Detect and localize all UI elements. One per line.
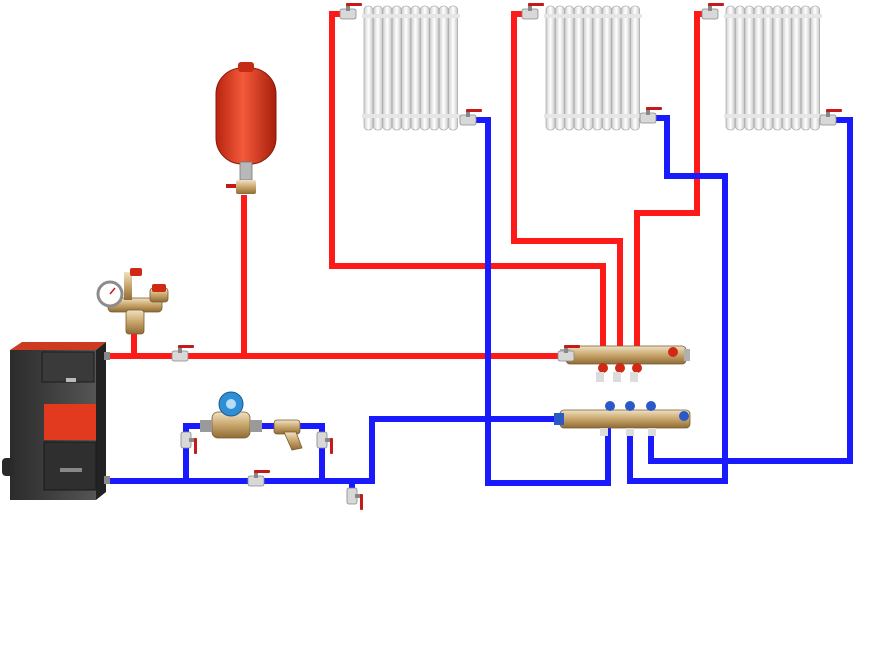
supply-manifold xyxy=(560,345,690,382)
strainer-filter xyxy=(273,419,303,451)
ball-valve xyxy=(701,3,724,20)
ball-valve xyxy=(521,3,544,20)
ball-valve xyxy=(247,470,270,487)
ball-valve xyxy=(459,109,482,126)
ball-valve xyxy=(316,431,333,454)
solid-fuel-boiler xyxy=(2,342,110,500)
radiator-3-return-pipe xyxy=(648,117,853,464)
radiator-2 xyxy=(544,5,642,131)
ball-valve xyxy=(819,109,842,126)
return-manifold xyxy=(554,401,691,436)
return-main-pipe xyxy=(108,416,560,484)
ball-valve xyxy=(639,107,662,124)
return-pipes xyxy=(108,115,853,500)
circulation-pump xyxy=(200,391,262,439)
radiator-3 xyxy=(724,5,822,131)
ball-valves xyxy=(171,3,842,510)
safety-group xyxy=(96,268,169,335)
radiator-3-supply-pipe xyxy=(634,11,718,346)
ball-valve xyxy=(557,345,580,362)
ball-valve xyxy=(171,345,194,362)
ball-valve xyxy=(346,487,363,510)
radiator-1 xyxy=(362,5,460,131)
radiator-2-return-pipe xyxy=(627,115,728,484)
expansion-tank xyxy=(215,62,277,194)
radiator-1-return-pipe xyxy=(472,117,611,486)
radiators xyxy=(362,5,822,131)
ball-valve xyxy=(180,431,197,454)
ball-valve xyxy=(339,3,362,20)
